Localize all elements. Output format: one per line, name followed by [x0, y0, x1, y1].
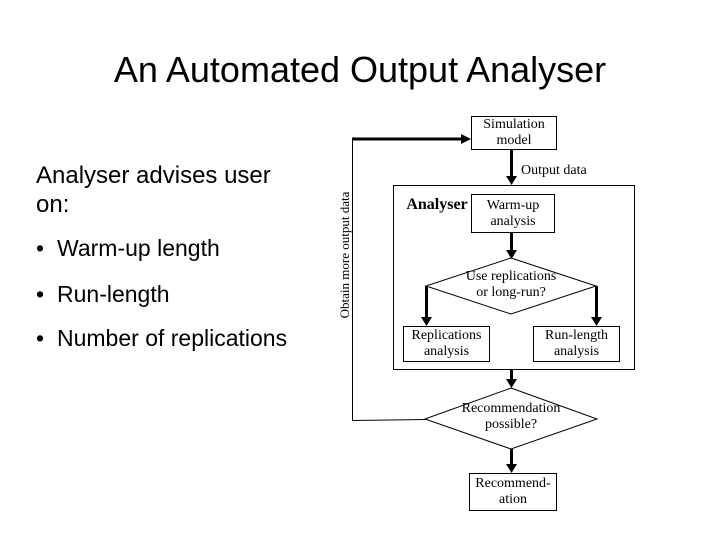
warmup-analysis-node: Warm-up analysis	[471, 194, 555, 233]
node-text-line: Run-length	[545, 328, 608, 343]
feedback-line-bottom	[351, 419, 428, 421]
replications-analysis-node: Replications analysis	[403, 326, 490, 362]
node-text-line: model	[496, 133, 532, 148]
node-text-line: analysis	[553, 344, 600, 359]
analyser-to-decision2-arrowhead	[506, 379, 517, 388]
node-text-line: Use replications	[465, 269, 557, 284]
node-text-line: Recommend-	[475, 476, 551, 491]
bullet-text: Run-length	[57, 281, 170, 307]
decision-diamond-replications	[424, 257, 598, 315]
node-text-line: analysis	[490, 213, 536, 229]
decision-replications-text: Use replications or long-run?	[426, 269, 596, 301]
node-text-line: Recommendation	[461, 401, 561, 416]
decision-to-replications-arrowhead	[421, 317, 432, 326]
analyser-container-frame	[393, 185, 635, 370]
runlength-analysis-node: Run-length analysis	[533, 326, 620, 362]
node-text-line: ation	[499, 492, 527, 507]
bullet-item: • Warm-up length	[36, 234, 346, 262]
bullet-item: • Number of replications	[36, 324, 346, 352]
bullet-text: Number of replications	[57, 325, 288, 351]
decision-to-runlength-arrowhead	[591, 317, 602, 326]
output-data-edge-label: Output data	[521, 163, 587, 178]
left-panel-heading: Analyser advises user on:	[36, 162, 271, 218]
node-text-line: analysis	[423, 344, 470, 359]
sim-to-analyser-arrowhead	[506, 176, 517, 185]
feedback-arrowhead	[461, 134, 471, 144]
bullet-marker: •	[36, 235, 45, 261]
bullet-item: • Run-length	[36, 280, 346, 308]
node-text-line: Warm-up	[486, 197, 540, 213]
slide-title: An Automated Output Analyser	[113, 49, 607, 90]
recommendation-node: Recommend- ation	[469, 473, 557, 511]
node-text-line: Simulation	[483, 117, 545, 132]
bullet-marker: •	[36, 325, 45, 351]
obtain-more-output-data-label: Obtain more output data	[337, 191, 352, 319]
decision-recommendation-text: Recommendation possible?	[425, 401, 597, 433]
node-text-line: Replications	[411, 328, 482, 343]
node-text-line: or long-run?	[476, 285, 546, 300]
simulation-model-node: Simulation model	[471, 116, 557, 150]
analyser-container-label: Analyser	[406, 196, 468, 213]
bullet-marker: •	[36, 281, 45, 307]
bullet-text: Warm-up length	[57, 235, 220, 261]
node-text-line: possible?	[484, 417, 538, 432]
decision2-to-recommendation-arrowhead	[506, 464, 517, 473]
warmup-to-decision-arrowhead	[506, 250, 517, 259]
